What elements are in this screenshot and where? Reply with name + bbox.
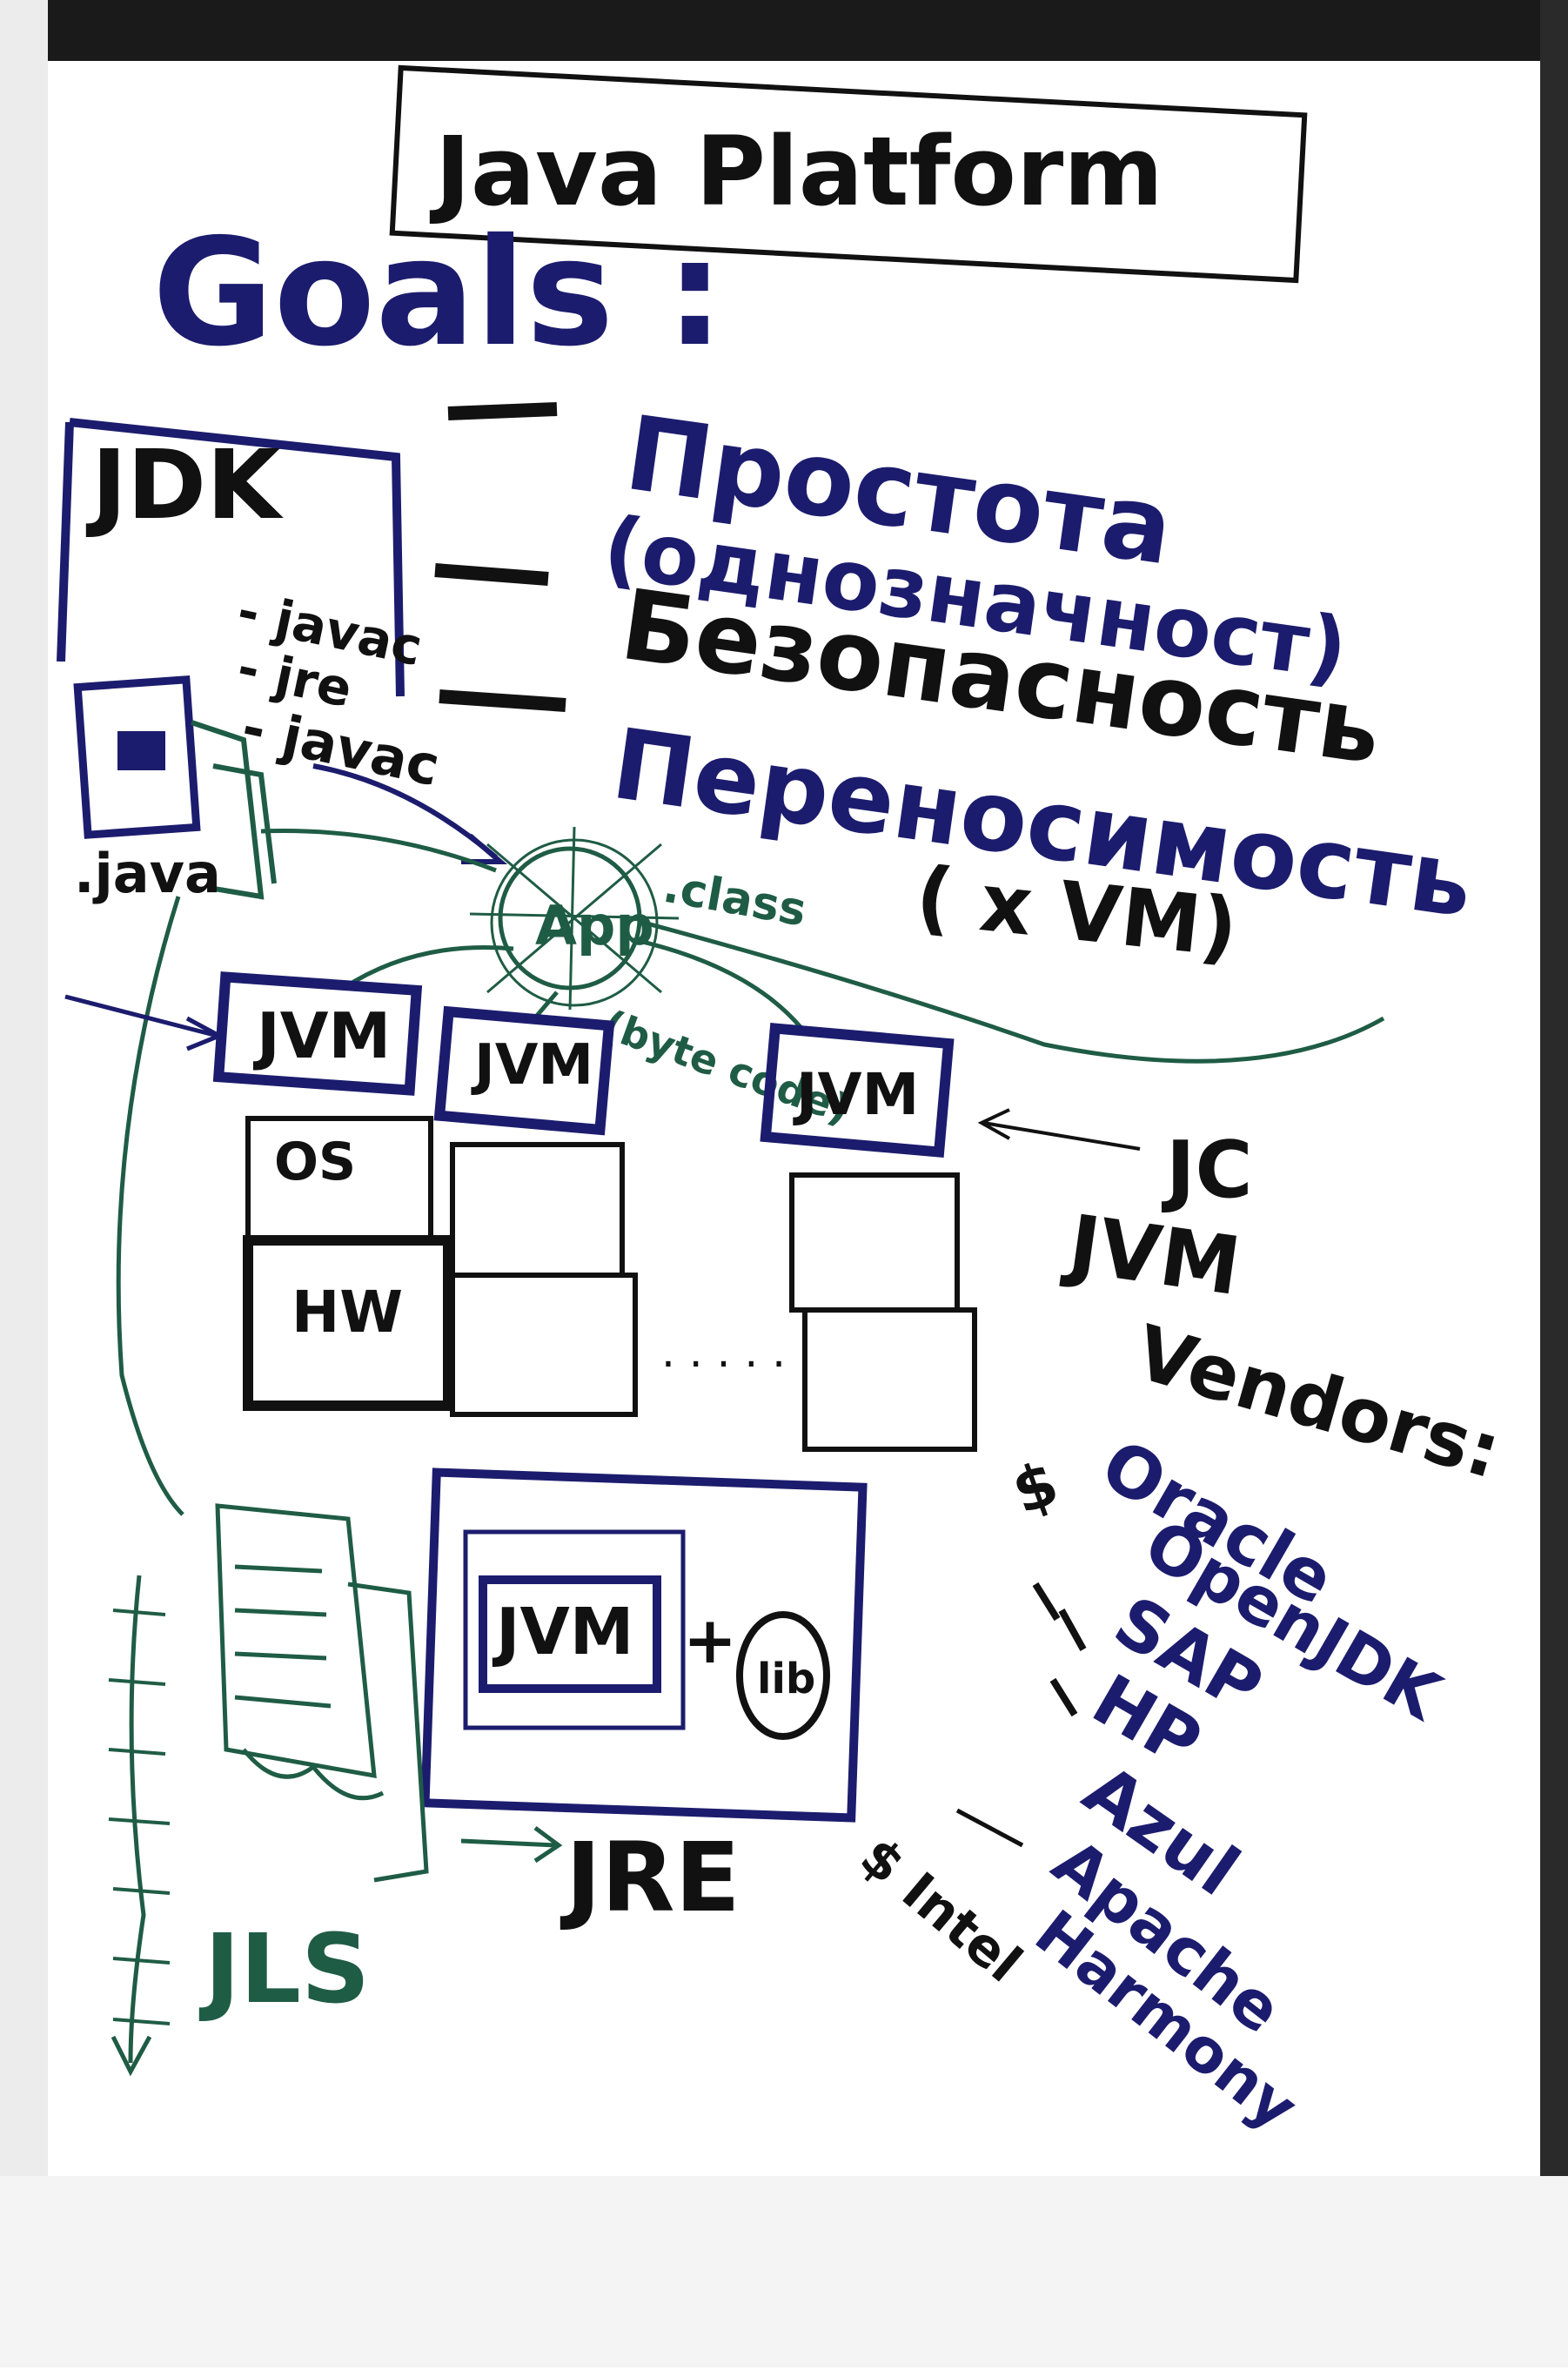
bottom-edge	[0, 2176, 1568, 2368]
jre-lib-label: lib	[757, 1655, 815, 1703]
jvm-column-2	[433, 1005, 638, 1417]
java-file-icon	[73, 675, 277, 900]
app-node	[469, 826, 680, 1011]
goal-dash-3	[439, 689, 566, 712]
jvm-1-hw: HW	[291, 1279, 403, 1346]
jls-label: JLS	[198, 1913, 370, 2025]
jre-box	[420, 1468, 868, 1823]
right-edge	[1540, 0, 1568, 2368]
platform-curve	[643, 920, 1385, 1064]
goal-dash-2	[434, 563, 549, 586]
jvm-column-3	[760, 1023, 977, 1452]
left-edge	[0, 0, 48, 2368]
left-input-arrow	[64, 994, 218, 1038]
jvm-ellipsis: . . . . .	[661, 1327, 786, 1377]
top-edge	[0, 0, 1568, 61]
jre-plus: +	[683, 1603, 737, 1678]
jc-label: JC	[1161, 1125, 1253, 1216]
title-text: Java Platform	[429, 116, 1163, 227]
java-to-app-line	[260, 829, 497, 873]
goal-dash-1	[447, 402, 558, 420]
jvm-2-label: JVM	[471, 1033, 593, 1098]
jls-document-icon	[215, 1503, 429, 1883]
jre-label: JRE	[560, 1822, 740, 1933]
timeline-arrow	[108, 1575, 171, 2077]
intel-arrow	[955, 1808, 1024, 1848]
app-label: App	[535, 894, 654, 957]
jvm-1-os: OS	[274, 1132, 356, 1192]
vendor-dollar: $	[1003, 1447, 1068, 1528]
jdk-label: JDK	[85, 429, 284, 541]
jre-jvm-label: JVM	[492, 1595, 633, 1669]
app-to-jvm1-arrow	[342, 944, 514, 991]
jvm-column-1	[212, 971, 453, 1411]
jvm-3-label: JVM	[793, 1061, 919, 1128]
vendor-dashes	[1032, 1582, 1087, 1717]
jc-arrow	[982, 1121, 1141, 1151]
java-file-label: .java	[74, 842, 221, 905]
jdk-box	[57, 418, 405, 697]
jls-to-java-arrow	[116, 896, 184, 1516]
class-label: .class	[660, 861, 810, 937]
jvm-1-label: JVM	[252, 999, 391, 1072]
title-box	[389, 64, 1308, 284]
jls-to-jre-arrow	[460, 1838, 558, 1848]
app-to-jvm3-arrow	[634, 937, 802, 1029]
goals-heading: Goals :	[152, 207, 725, 379]
intel-label: $ Intel	[848, 1826, 1033, 1995]
